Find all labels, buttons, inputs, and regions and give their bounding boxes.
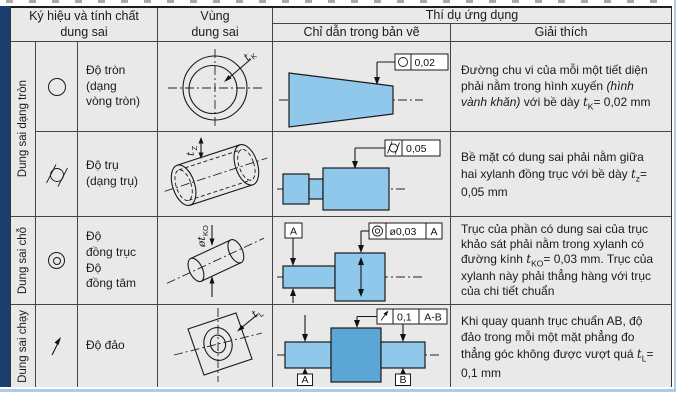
svg-text:t: t (185, 151, 197, 156)
svg-text:A: A (301, 374, 308, 386)
header-line: Chỉ dẫn trong bản vẽ (303, 24, 420, 39)
header-drawing-indication: Chỉ dẫn trong bản vẽ (273, 24, 451, 42)
name-cell-cylindricity: Độ trụ (dạng trụ) (78, 132, 158, 217)
explanation-text: Trục của phần có dung sai của trục khảo … (461, 222, 654, 298)
explanation-cell-cylindricity: Bề mặt có dung sai phải nằm giữa hai xyl… (451, 132, 671, 217)
feature-control-frame: 0,02 (394, 53, 449, 71)
svg-text:øt: øt (196, 236, 208, 248)
runout-icon (51, 337, 61, 356)
explanation-cell-circularity: Đường chu vi của mỗi một tiết diện phải … (451, 42, 671, 132)
svg-text:L: L (257, 309, 266, 319)
header-line: Thí dụ ứng dụng (425, 7, 519, 22)
symbol-cell-circularity (36, 42, 78, 132)
indication-cell-cylindricity: 0,05 (273, 132, 451, 217)
annulus-zone-drawing: t K (168, 49, 264, 127)
fcf-value: 0,02 (415, 57, 436, 69)
group-label-location-tolerances: Dung sai chỗ (11, 217, 36, 305)
symbol-cell-runout (36, 305, 78, 387)
measuring-plane-zone-drawing: t L (173, 308, 266, 382)
header-line: Giải thích (534, 24, 588, 39)
fcf-datum: A-B (424, 311, 442, 323)
zone-cell-runout: t L (158, 305, 273, 387)
explanation-text: Bề mặt có dung sai phải nằm giữa hai xyl… (461, 150, 648, 200)
name-cell-runout: Độ đảo (78, 305, 158, 387)
header-line: dung sai (60, 24, 108, 39)
concentricity-icon (48, 252, 65, 269)
feature-control-frame: 0,05 (384, 139, 441, 157)
name-cell-concentricity: Độ đồng trục Độ đồng tâm (78, 217, 158, 305)
svg-text:A: A (290, 226, 297, 238)
zone-cell-concentricity: øt KO (158, 217, 273, 305)
svg-text:K: K (249, 51, 259, 61)
feature-control-frame: 0,1 A-B (376, 308, 448, 325)
explanation-cell-runout: Khi quay quanh trục chuẩn AB, độ đảo tro… (451, 305, 671, 387)
svg-text:t: t (250, 308, 261, 321)
fcf-datum: A (430, 226, 437, 238)
header-line: dung sai (191, 24, 239, 39)
explanation-text: Khi quay quanh trục chuẩn AB, độ đảo tro… (461, 314, 654, 380)
cylindricity-icon (45, 163, 68, 187)
group-label-form-tolerances: Dung sai dạng tròn (11, 42, 36, 217)
symbol-cell-cylindricity (36, 132, 78, 217)
fcf-value: 0,1 (397, 311, 412, 323)
cylinder-zone-drawing: t Z (164, 137, 268, 207)
svg-text:KO: KO (201, 225, 210, 236)
right-blue-rule (674, 0, 676, 392)
header-tolerance-zone: Vùng dung sai (158, 8, 273, 42)
fcf-value: ø0,03 (390, 226, 417, 238)
circularity-icon (47, 77, 66, 96)
bottom-blue-rule (0, 389, 676, 392)
fcf-value: 0,05 (406, 143, 427, 155)
zone-label-tL: t L (250, 308, 266, 321)
zone-cell-cylindricity: t Z (158, 132, 273, 217)
grooved-shaft-drawing: 0,05 (277, 139, 441, 211)
zone-label-tZ: t Z (185, 146, 199, 157)
zone-label-tK: t K (242, 51, 259, 63)
feature-control-frame: ø0,03 A (368, 222, 443, 240)
datum-box-a: A (284, 222, 303, 239)
group-label-runout-tolerances: Dung sai chạy (11, 305, 36, 387)
indication-cell-circularity: 0,02 (273, 42, 451, 132)
indication-cell-concentricity: A ø0,03 (273, 217, 451, 305)
header-line: Vùng (200, 8, 230, 23)
header-explanation: Giải thích (451, 24, 671, 42)
header-line: Ký hiệu và tính chất (29, 8, 139, 23)
explanation-cell-concentricity: Trục của phần có dung sai của trục khảo … (451, 217, 671, 305)
header-application-example: Thí dụ ứng dụng (273, 8, 671, 24)
taper-part-drawing: 0,02 (279, 53, 449, 128)
left-navy-bar (0, 6, 10, 387)
circularity-icon (398, 57, 408, 67)
cylindricity-icon (387, 141, 400, 155)
svg-text:Z: Z (190, 146, 199, 151)
datum-box-b: B (395, 373, 411, 386)
zone-label-tKO: øt KO (196, 225, 210, 248)
explanation-text: Đường chu vi của mỗi một tiết diện phải … (461, 62, 651, 112)
svg-text:t: t (242, 51, 254, 63)
indication-cell-runout: A B 0,1 (273, 305, 451, 387)
runout-shaft-drawing: A B 0,1 (277, 308, 448, 386)
stepped-shaft-drawing: A ø0,03 (277, 222, 443, 303)
clipped-text-remnants (6, 0, 670, 3)
runout-icon (380, 310, 389, 321)
symbol-cell-concentricity (36, 217, 78, 305)
name-cell-circularity: Độ tròn (dạng vòng tròn) (78, 42, 158, 132)
datum-box-a: A (297, 373, 313, 386)
header-symbol-characteristics: Ký hiệu và tính chất dung sai (11, 8, 158, 42)
concentricity-icon (372, 225, 383, 237)
axis-cylinder-zone-drawing: øt KO (166, 225, 265, 297)
svg-text:B: B (399, 374, 406, 386)
zone-cell-circularity: t K (158, 42, 273, 132)
tolerance-table: Ký hiệu và tính chất dung sai Vùng dung … (10, 6, 672, 387)
